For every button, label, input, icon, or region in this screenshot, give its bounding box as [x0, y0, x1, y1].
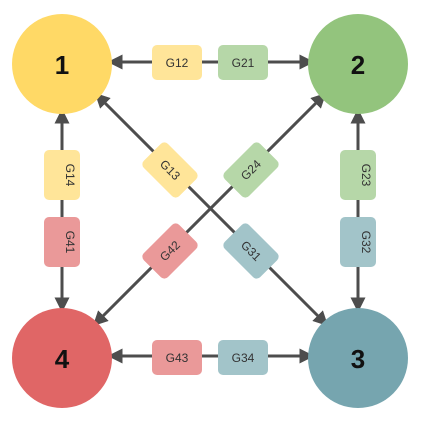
- node-4-circle: [12, 308, 112, 408]
- svg-text:G14: G14: [63, 164, 77, 187]
- node-3: 3: [308, 308, 408, 408]
- node-3-label: 3: [351, 344, 365, 374]
- edge-label-g41: G41: [44, 217, 80, 267]
- edge-label-g34: G34: [218, 340, 268, 375]
- node-2-label: 2: [351, 50, 365, 80]
- edge-label-g14: G14: [44, 150, 80, 200]
- node-1-circle: [12, 14, 112, 114]
- edge-label-g43: G43: [152, 340, 202, 375]
- svg-text:G32: G32: [359, 231, 373, 254]
- edge-label-g32: G32: [340, 217, 376, 267]
- svg-text:G43: G43: [166, 351, 189, 365]
- edge-label-g24: G24: [223, 142, 279, 198]
- edge-label-g31: G31: [223, 223, 279, 279]
- edge-label-g21: G21: [218, 45, 268, 80]
- node-1-label: 1: [55, 50, 69, 80]
- svg-text:G41: G41: [63, 231, 77, 254]
- edge-label-g42: G42: [142, 223, 198, 279]
- node-4: 4: [12, 308, 112, 408]
- node-3-circle: [308, 308, 408, 408]
- edge-label-g23: G23: [340, 150, 376, 200]
- svg-text:G34: G34: [232, 351, 255, 365]
- node-2: 2: [308, 14, 408, 114]
- node-4-label: 4: [55, 344, 70, 374]
- svg-text:G21: G21: [232, 56, 255, 70]
- node-2-circle: [308, 14, 408, 114]
- svg-text:G23: G23: [359, 164, 373, 187]
- svg-text:G12: G12: [166, 56, 189, 70]
- edge-label-g13: G13: [142, 142, 198, 198]
- edge-label-g12: G12: [152, 45, 202, 80]
- node-1: 1: [12, 14, 112, 114]
- connector-2-4: [92, 92, 327, 327]
